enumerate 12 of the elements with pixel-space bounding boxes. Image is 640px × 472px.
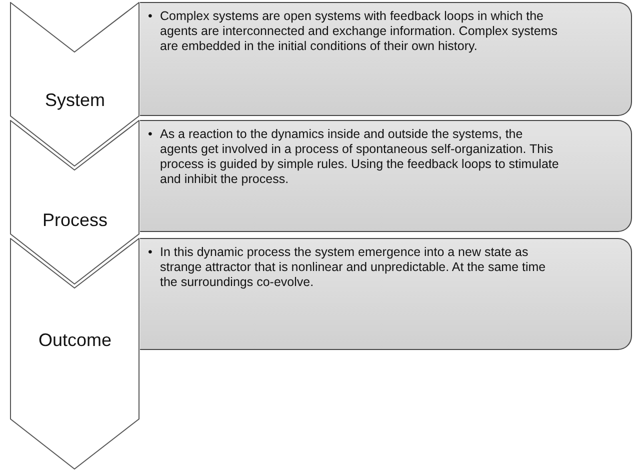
text-panel: [140, 2, 632, 116]
text-panel: [140, 238, 632, 350]
bullet-marker: •: [148, 245, 154, 260]
bullet-text: Complex systems are open systems with feedback loops in which the agents are interconnected and exchange information. Complex systems are embedded in the initial conditions of their own history.: [160, 9, 558, 54]
bullet-text: In this dynamic process the system emergence into a new state as strange attractor that is nonlinear and unpredictable. At the same time the surroundings co-evolve.: [160, 245, 547, 290]
step-label: Process: [41, 210, 109, 231]
step-label: Outcome: [37, 330, 113, 351]
text-panel: [140, 120, 632, 232]
step-label: System: [44, 90, 106, 111]
bullet-marker: •: [148, 127, 154, 142]
bullet-text: As a reaction to the dynamics inside and outside the systems, the agents get involved in a process of spontaneous self-organization. This process is guided by simple rules. Using the feedback loops to stimulate and inhibit the process.: [160, 127, 560, 187]
bullet-marker: •: [148, 9, 154, 24]
